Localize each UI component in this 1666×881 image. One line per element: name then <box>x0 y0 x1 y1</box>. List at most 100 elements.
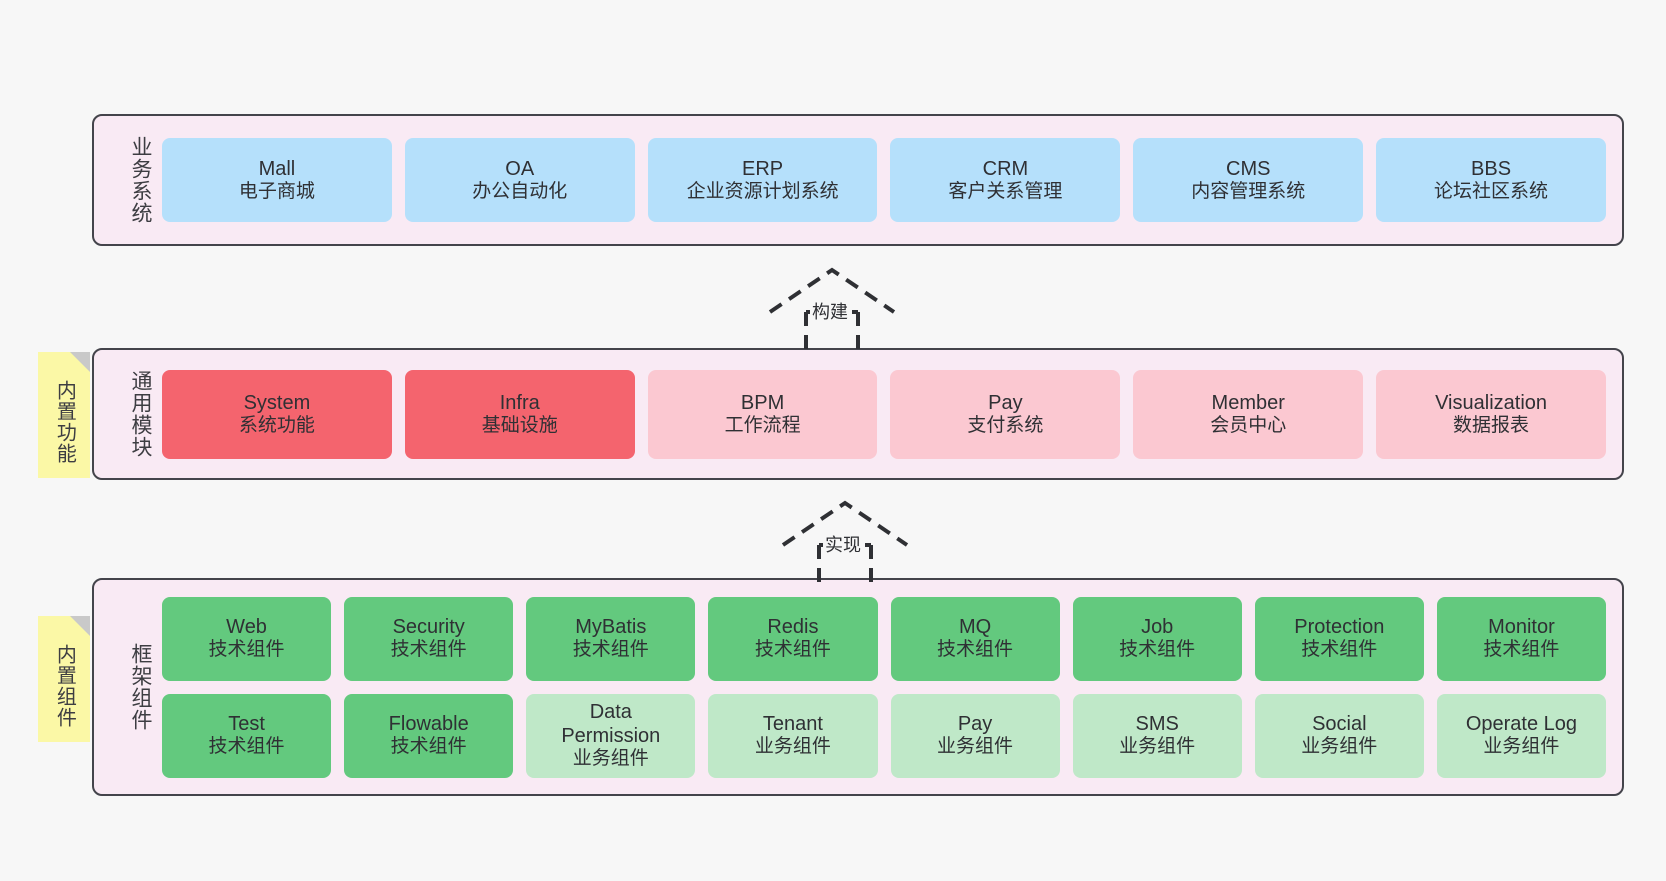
box-subtitle: 电子商城 <box>238 180 315 202</box>
box-title: Tenant <box>762 713 823 736</box>
box-title: Data Permission <box>561 701 661 748</box>
box-title: CRM <box>982 157 1029 180</box>
box-subtitle: 技术组件 <box>390 639 467 661</box>
box-subtitle: 数据报表 <box>1453 414 1530 436</box>
box-mybatis[interactable]: MyBatis 技术组件 <box>526 596 696 681</box>
box-subtitle: 办公自动化 <box>472 180 568 202</box>
box-cms[interactable]: CMS 内容管理系统 <box>1133 138 1364 222</box>
box-title: Infra <box>499 391 540 414</box>
box-subtitle: 业务组件 <box>1483 736 1560 758</box>
box-social[interactable]: Social 业务组件 <box>1254 693 1424 778</box>
connector-implement: 实现 <box>775 495 925 590</box>
box-subtitle: 技术组件 <box>754 639 831 661</box>
box-title: MQ <box>958 616 992 639</box>
box-subtitle: 基础设施 <box>481 414 558 436</box>
box-subtitle: 会员中心 <box>1210 414 1287 436</box>
box-title: System <box>243 391 311 414</box>
layer-title-common-module: 通用模块 <box>129 370 152 458</box>
box-subtitle: 技术组件 <box>1119 639 1196 661</box>
box-title: MyBatis <box>575 616 647 639</box>
box-operate-log[interactable]: Operate Log 业务组件 <box>1436 693 1606 778</box>
box-title: Operate Log <box>1465 713 1578 736</box>
box-subtitle: 工作流程 <box>724 414 801 436</box>
connector-implement-label: 实现 <box>823 531 863 557</box>
box-protection[interactable]: Protection 技术组件 <box>1254 596 1424 681</box>
box-pay-module[interactable]: Pay 支付系统 <box>890 369 1121 459</box>
box-sms[interactable]: SMS 业务组件 <box>1072 693 1242 778</box>
box-system[interactable]: System 系统功能 <box>162 369 392 459</box>
box-title: Pay <box>988 391 1023 414</box>
box-subtitle: 技术组件 <box>208 736 285 758</box>
box-subtitle: 系统功能 <box>238 414 315 436</box>
box-subtitle: 客户关系管理 <box>948 180 1063 202</box>
box-bbs[interactable]: BBS 论坛社区系统 <box>1376 138 1606 222</box>
box-mq[interactable]: MQ 技术组件 <box>890 596 1060 681</box>
box-subtitle: 论坛社区系统 <box>1434 180 1549 202</box>
box-title: Member <box>1211 391 1285 414</box>
box-bpm[interactable]: BPM 工作流程 <box>647 369 878 459</box>
layer-framework-component: 框架组件 Web 技术组件 Security 技术组件 MyBatis 技术组件… <box>92 578 1624 796</box>
box-oa[interactable]: OA 办公自动化 <box>404 138 635 222</box>
box-subtitle: 技术组件 <box>390 736 467 758</box>
box-test[interactable]: Test 技术组件 <box>162 693 332 778</box>
box-title: Web <box>226 616 267 639</box>
box-subtitle: 业务组件 <box>572 748 649 770</box>
note-fold-corner-icon <box>70 616 90 636</box>
box-title: Redis <box>767 616 819 639</box>
box-monitor[interactable]: Monitor 技术组件 <box>1436 596 1606 681</box>
framework-row-business: Test 技术组件 Flowable 技术组件 Data Permission … <box>162 693 1606 778</box>
connector-build: 构建 <box>762 262 912 357</box>
box-pay-component[interactable]: Pay 业务组件 <box>890 693 1060 778</box>
note-fold-corner-icon <box>70 352 90 372</box>
layer-business-system: 业务系统 Mall 电子商城 OA 办公自动化 ERP 企业资源计划系统 CRM… <box>92 114 1624 246</box>
box-title: Mall <box>258 157 296 180</box>
box-subtitle: 技术组件 <box>1301 639 1378 661</box>
box-subtitle: 技术组件 <box>1483 639 1560 661</box>
box-title: ERP <box>742 157 784 180</box>
layer-items-common-module: System 系统功能 Infra 基础设施 BPM 工作流程 Pay 支付系统… <box>156 350 1622 478</box>
box-subtitle: 支付系统 <box>967 414 1044 436</box>
box-security[interactable]: Security 技术组件 <box>344 596 514 681</box>
box-web[interactable]: Web 技术组件 <box>162 596 332 681</box>
box-subtitle: 业务组件 <box>1301 736 1378 758</box>
box-title: BBS <box>1471 157 1512 180</box>
box-crm[interactable]: CRM 客户关系管理 <box>890 138 1121 222</box>
box-tenant[interactable]: Tenant 业务组件 <box>708 693 878 778</box>
note-builtin-component: 内置组件 <box>38 616 90 742</box>
box-title: Job <box>1141 616 1174 639</box>
layer-title-business-system: 业务系统 <box>129 136 152 224</box>
box-title: Test <box>228 713 265 736</box>
box-title: Visualization <box>1435 391 1548 414</box>
box-subtitle: 业务组件 <box>1119 736 1196 758</box>
box-subtitle: 业务组件 <box>754 736 831 758</box>
box-job[interactable]: Job 技术组件 <box>1072 596 1242 681</box>
note-label: 内置组件 <box>53 644 76 728</box>
framework-row-tech: Web 技术组件 Security 技术组件 MyBatis 技术组件 Redi… <box>162 596 1606 681</box>
box-title: Monitor <box>1488 616 1555 639</box>
connector-build-label: 构建 <box>810 298 850 324</box>
box-infra[interactable]: Infra 基础设施 <box>404 369 635 459</box>
box-title: Protection <box>1294 616 1385 639</box>
box-subtitle: 业务组件 <box>937 736 1014 758</box>
box-member[interactable]: Member 会员中心 <box>1133 369 1364 459</box>
box-subtitle: 内容管理系统 <box>1191 180 1306 202</box>
box-title: OA <box>505 157 535 180</box>
box-title: Social <box>1312 713 1367 736</box>
box-flowable[interactable]: Flowable 技术组件 <box>344 693 514 778</box>
note-builtin-function: 内置功能 <box>38 352 90 478</box>
box-redis[interactable]: Redis 技术组件 <box>708 596 878 681</box>
layer-items-business-system: Mall 电子商城 OA 办公自动化 ERP 企业资源计划系统 CRM 客户关系… <box>156 116 1622 244</box>
box-title: BPM <box>740 391 785 414</box>
box-subtitle: 技术组件 <box>572 639 649 661</box>
box-title: Security <box>392 616 465 639</box>
box-subtitle: 技术组件 <box>937 639 1014 661</box>
box-subtitle: 企业资源计划系统 <box>686 180 839 202</box>
box-mall[interactable]: Mall 电子商城 <box>162 138 392 222</box>
box-data-permission[interactable]: Data Permission 业务组件 <box>526 693 696 778</box>
box-title: Flowable <box>388 713 469 736</box>
box-visualization[interactable]: Visualization 数据报表 <box>1376 369 1606 459</box>
box-title: Pay <box>957 713 993 736</box>
box-erp[interactable]: ERP 企业资源计划系统 <box>647 138 878 222</box>
layer-common-module: 通用模块 System 系统功能 Infra 基础设施 BPM 工作流程 Pay… <box>92 348 1624 480</box>
